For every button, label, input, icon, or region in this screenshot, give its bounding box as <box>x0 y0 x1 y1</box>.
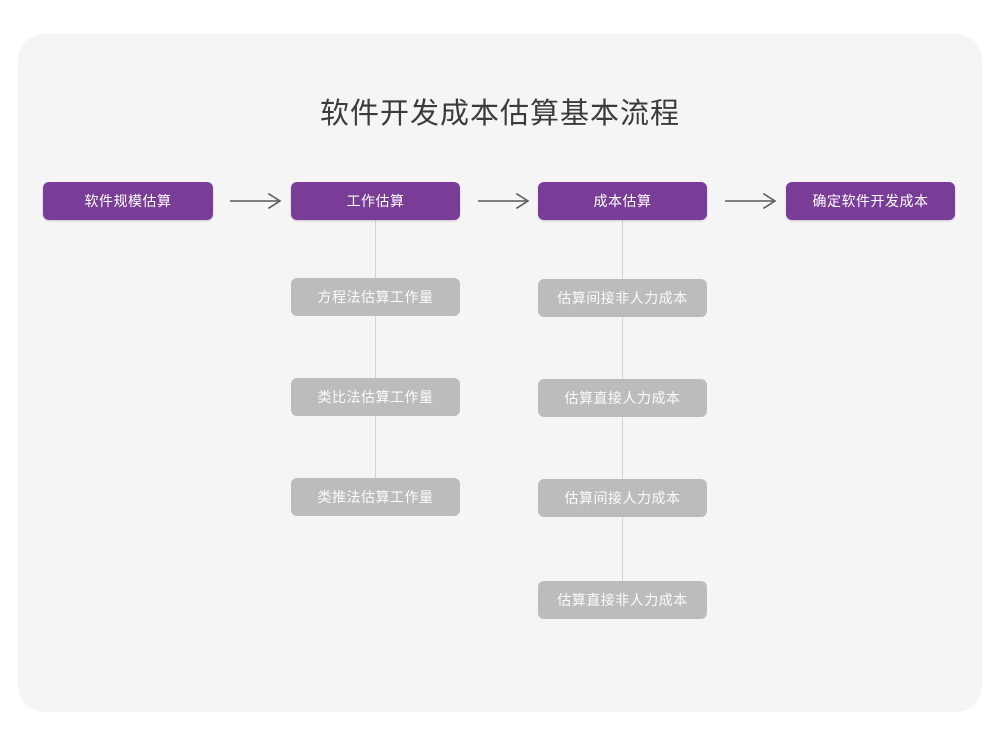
flow-node-software-scale-estimation[interactable]: 软件规模估算 <box>43 182 213 220</box>
sub-node-cost-item-3[interactable]: 估算间接人力成本 <box>538 479 707 517</box>
diagram-card <box>18 34 982 712</box>
flow-node-effort-estimation[interactable]: 工作估算 <box>291 182 460 220</box>
flow-node-determine-development-cost[interactable]: 确定软件开发成本 <box>786 182 955 220</box>
sub-node-effort-method-1[interactable]: 方程法估算工作量 <box>291 278 460 316</box>
sub-node-cost-item-2[interactable]: 估算直接人力成本 <box>538 379 707 417</box>
connector-line-effort-branch <box>375 220 376 480</box>
sub-node-effort-method-3[interactable]: 类推法估算工作量 <box>291 478 460 516</box>
sub-node-cost-item-4[interactable]: 估算直接非人力成本 <box>538 581 707 619</box>
flow-node-cost-estimation[interactable]: 成本估算 <box>538 182 707 220</box>
right-arrow-icon <box>476 191 534 211</box>
sub-node-cost-item-1[interactable]: 估算间接非人力成本 <box>538 279 707 317</box>
page-title: 软件开发成本估算基本流程 <box>319 98 680 130</box>
sub-node-effort-method-2[interactable]: 类比法估算工作量 <box>291 378 460 416</box>
right-arrow-icon <box>723 191 781 211</box>
right-arrow-icon <box>228 191 286 211</box>
